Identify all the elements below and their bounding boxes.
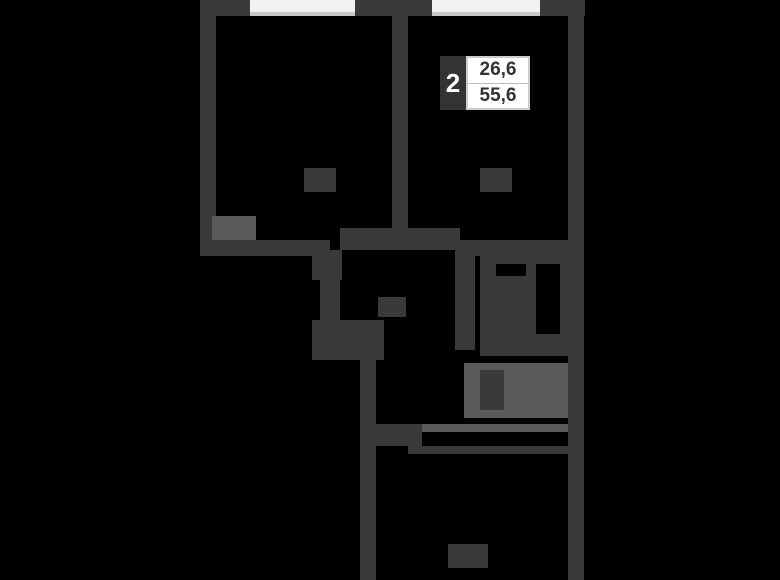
balcony-rail bbox=[420, 424, 568, 432]
room-label-hallway bbox=[378, 297, 406, 317]
balcony-wall bbox=[408, 446, 568, 454]
living-area: 26,6 bbox=[468, 58, 528, 84]
wall-divider bbox=[392, 0, 408, 245]
total-area: 55,6 bbox=[479, 84, 517, 106]
wall-mid bbox=[340, 228, 460, 250]
wall-bottom-left bbox=[200, 240, 330, 256]
room-label-balcony bbox=[448, 544, 488, 568]
hall-wall-vertical bbox=[360, 360, 376, 580]
hall-wall-right bbox=[455, 250, 475, 350]
apartment-badge: 2 26,6 55,6 bbox=[440, 56, 530, 110]
wall-opening bbox=[216, 96, 240, 120]
window-right bbox=[432, 0, 540, 16]
hall-wall-left bbox=[312, 250, 342, 280]
wall-bottom-right bbox=[455, 240, 570, 256]
room-label-left bbox=[304, 168, 336, 192]
wall-opening bbox=[216, 64, 224, 72]
toilet bbox=[480, 370, 504, 410]
bath-gap bbox=[496, 264, 526, 276]
wall-opening bbox=[232, 64, 240, 72]
hall-closet bbox=[312, 320, 384, 360]
wall-right bbox=[568, 0, 584, 580]
radiator bbox=[212, 216, 256, 240]
area-values: 26,6 55,6 bbox=[466, 56, 530, 110]
rooms-count: 2 bbox=[440, 56, 466, 110]
balcony-step bbox=[372, 424, 422, 446]
wall-opening bbox=[216, 160, 240, 184]
window-left bbox=[250, 0, 355, 16]
bathtub bbox=[536, 264, 560, 334]
hall-wall-left-2 bbox=[320, 280, 340, 320]
wall-left bbox=[200, 0, 216, 255]
room-label-right bbox=[480, 168, 512, 192]
